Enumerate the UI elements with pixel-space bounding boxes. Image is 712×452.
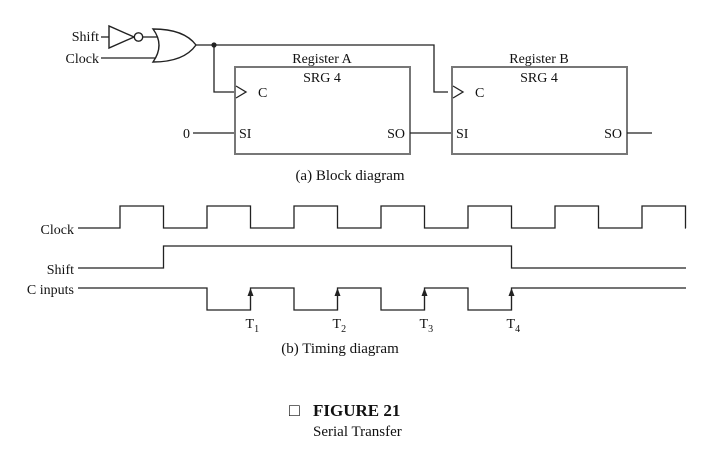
clock-input-label: Clock bbox=[66, 52, 99, 67]
figure-caption: □ FIGURE 21 Serial Transfer bbox=[289, 400, 402, 440]
figure-title: FIGURE 21 bbox=[313, 401, 400, 420]
block-diagram-caption: (a) Block diagram bbox=[295, 168, 404, 184]
register-b-so-pin: SO bbox=[604, 127, 622, 142]
pulse-label-4: T4 bbox=[507, 317, 521, 335]
register-b-si-pin: SI bbox=[456, 127, 469, 142]
pulse-label-1: T1 bbox=[246, 317, 260, 335]
figure-square-icon: □ bbox=[289, 400, 300, 420]
c-inputs-signal-label: C inputs bbox=[27, 283, 74, 298]
shift-input-label: Shift bbox=[72, 30, 99, 45]
register-a-title: Register A bbox=[292, 52, 352, 67]
register-b-title: Register B bbox=[509, 52, 569, 67]
register-b-type: SRG 4 bbox=[520, 71, 558, 86]
c-inputs-waveform bbox=[78, 287, 686, 311]
timing-diagram: Clock Shift C inputs T1 T2 T3 T4 (b) Timing… bbox=[27, 205, 687, 357]
pulse-label-2: T2 bbox=[333, 317, 347, 335]
pulse-label-3: T3 bbox=[420, 317, 434, 335]
not-gate-bubble bbox=[133, 32, 144, 42]
block-diagram: Shift Clock Register A SRG 4 C SI SO 0 R… bbox=[66, 24, 652, 184]
pulse-arrowhead-1 bbox=[247, 288, 254, 296]
pulse-arrowhead-4 bbox=[508, 288, 515, 296]
register-a-type: SRG 4 bbox=[303, 71, 341, 86]
clock-waveform bbox=[78, 205, 687, 229]
pulse-markers: T1 T2 T3 T4 bbox=[246, 288, 521, 335]
or-gate bbox=[151, 28, 197, 63]
timing-diagram-caption: (b) Timing diagram bbox=[281, 341, 399, 357]
si-zero-label: 0 bbox=[183, 127, 190, 142]
register-a-si-pin: SI bbox=[239, 127, 252, 142]
register-b-clock-triangle bbox=[452, 85, 465, 99]
shift-signal-label: Shift bbox=[47, 263, 74, 278]
or-output-wire bbox=[196, 44, 448, 93]
not-gate bbox=[108, 24, 136, 50]
pulse-arrowhead-2 bbox=[334, 288, 341, 296]
register-a-clock-triangle bbox=[235, 85, 248, 99]
pulse-arrowhead-3 bbox=[421, 288, 428, 296]
clock-a-branch-wire bbox=[213, 45, 234, 93]
clock-signal-label: Clock bbox=[41, 223, 74, 238]
register-a bbox=[234, 66, 411, 155]
shift-waveform bbox=[78, 245, 686, 269]
register-a-so-pin: SO bbox=[387, 127, 405, 142]
register-b bbox=[451, 66, 628, 155]
register-a-clock-pin: C bbox=[258, 86, 267, 101]
figure-subtitle: Serial Transfer bbox=[313, 424, 402, 440]
register-b-clock-pin: C bbox=[475, 86, 484, 101]
